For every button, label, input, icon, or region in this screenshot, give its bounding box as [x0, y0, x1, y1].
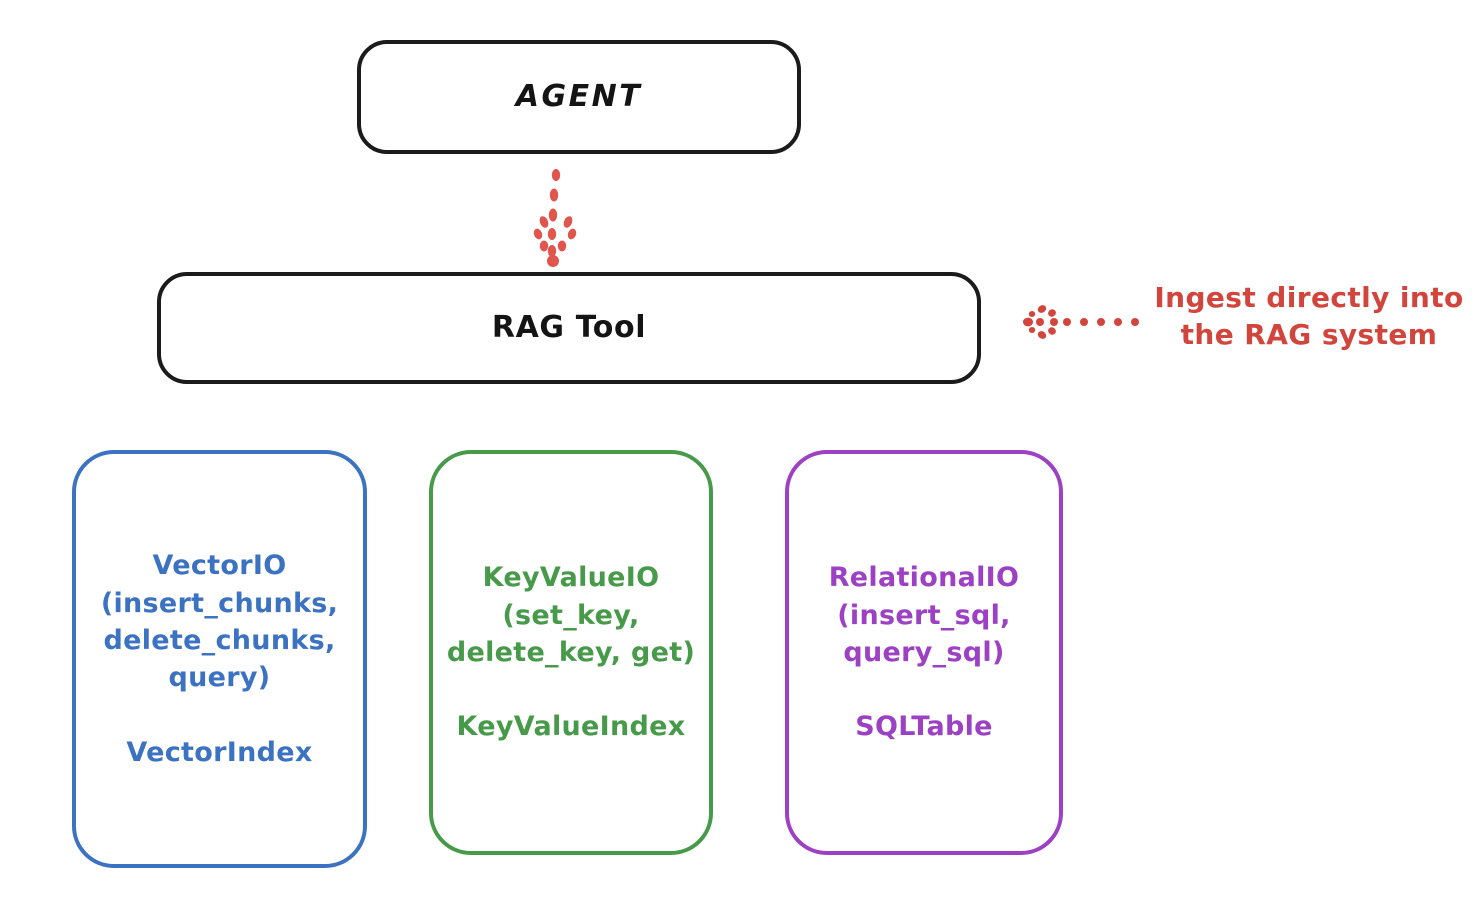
node-key-value-io[interactable]: KeyValueIO (set_key, delete_key, get) Ke…: [429, 450, 713, 855]
node-rag-tool-label: RAG Tool: [491, 309, 647, 345]
node-key-value-io-label: KeyValueIO (set_key, delete_key, get) Ke…: [446, 562, 696, 743]
node-rag-tool[interactable]: RAG Tool: [157, 272, 981, 384]
edge-ingest-to-rag-tool-arrow: [1023, 305, 1139, 339]
annotation-ingest-directly: Ingest directly into the RAG system: [1154, 281, 1464, 351]
node-vector-io[interactable]: VectorIO (insert_chunks, delete_chunks, …: [72, 450, 367, 868]
node-agent[interactable]: AGENT: [357, 40, 801, 154]
node-relational-io-label: RelationalIO (insert_sql, query_sql) SQL…: [828, 562, 1020, 743]
node-vector-io-label: VectorIO (insert_chunks, delete_chunks, …: [100, 550, 339, 768]
node-relational-io[interactable]: RelationalIO (insert_sql, query_sql) SQL…: [785, 450, 1063, 855]
node-agent-label: AGENT: [515, 78, 643, 114]
